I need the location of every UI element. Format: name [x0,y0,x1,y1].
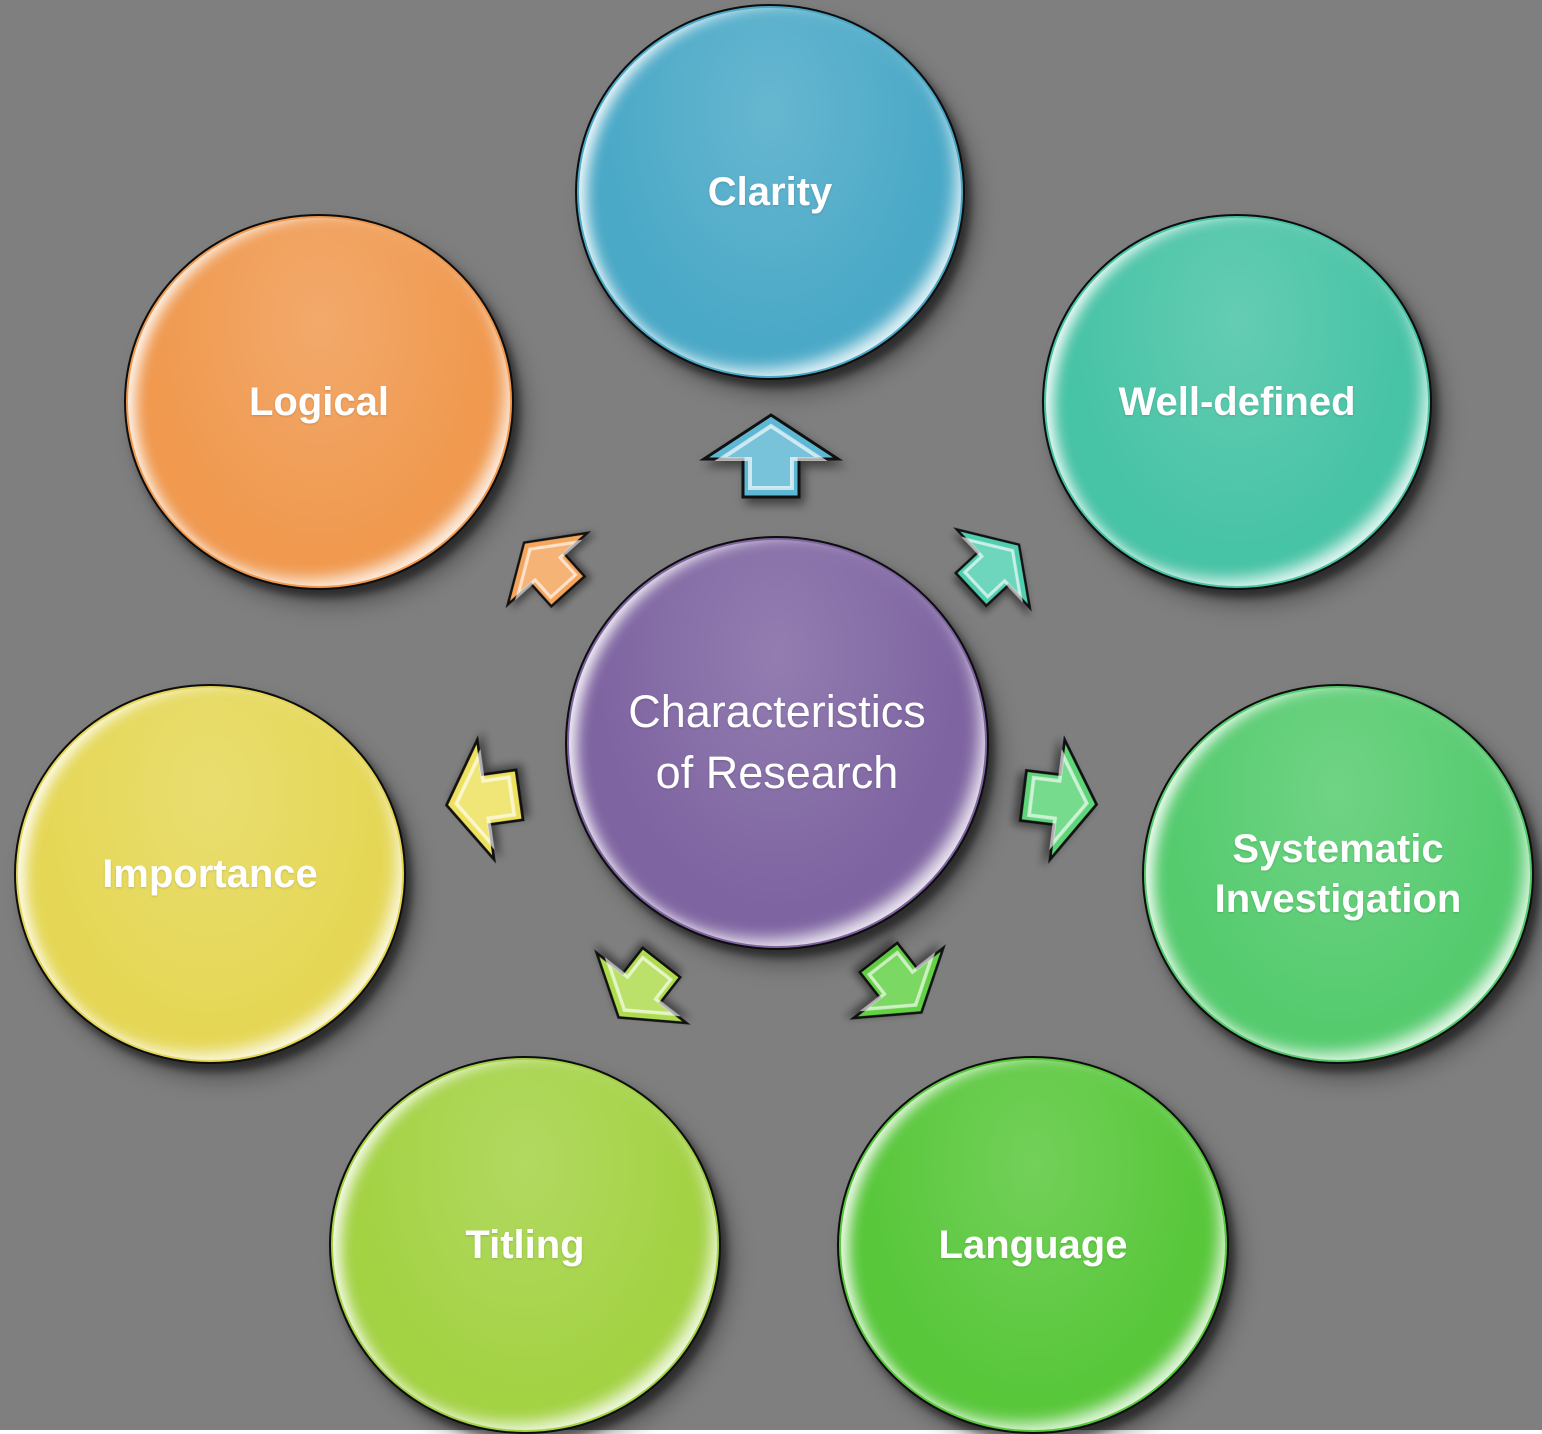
gloss-highlight [128,218,510,586]
gloss-highlight [1146,688,1530,1060]
node-label: Titling [465,1223,585,1267]
node-language: Language [837,1056,1229,1434]
node-label: Logical [248,380,390,424]
node-clarity: Clarity [575,4,965,380]
node-label: Clarity [707,170,833,214]
node-titling: Titling [329,1056,721,1434]
arrow-to-systematic-investigation-icon [1018,735,1099,864]
center-node-characteristics-of-research: Characteristics of Research [565,536,989,950]
arrow-to-importance-icon [444,735,525,864]
node-label: Well-defined [1118,380,1356,424]
node-label: Language [938,1223,1128,1267]
arrow-to-titling-icon [594,946,691,1025]
arrow-to-language-icon [849,941,946,1020]
node-label: Importance [102,852,318,896]
gloss-highlight [18,688,402,1060]
gloss-highlight [1046,218,1428,586]
gloss-highlight [333,1060,717,1430]
arrow-to-clarity-icon [698,413,844,499]
gloss-highlight [579,8,961,376]
arrow-to-logical-icon [505,531,592,609]
node-logical: Logical [124,214,514,590]
node-label: Systematic Investigation [1214,827,1462,921]
center-node-label: Characteristics of Research [628,686,926,798]
arrow-to-well-defined-icon [953,527,1032,612]
gloss-highlight [569,540,985,946]
node-importance: Importance [14,684,406,1064]
node-well-defined: Well-defined [1042,214,1432,590]
gloss-highlight [841,1060,1225,1430]
node-systematic-investigation: Systematic Investigation [1142,684,1534,1064]
